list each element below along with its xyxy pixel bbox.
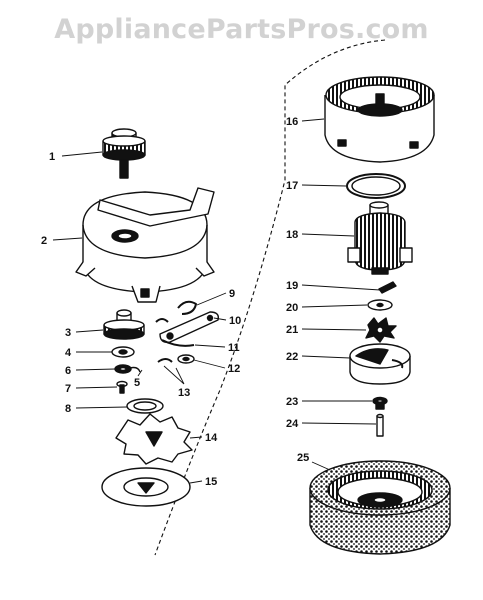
part-label-25: 25	[297, 452, 309, 464]
part-1-pinion-gear	[102, 128, 146, 179]
part-17-o-ring	[346, 173, 406, 199]
part-label-21: 21	[286, 324, 298, 336]
part-10-lever-arm	[159, 311, 220, 344]
part-label-23: 23	[286, 396, 298, 408]
part-8-ring-washer	[126, 398, 164, 414]
part-19-pin	[378, 281, 397, 294]
part-12-small-washer	[177, 354, 195, 364]
part-label-12: 12	[228, 363, 240, 375]
part-label-10: 10	[229, 315, 241, 327]
part-22-clutch-hub	[349, 343, 411, 385]
part-label-3: 3	[65, 327, 71, 339]
part-label-5: 5	[134, 377, 140, 389]
part-number-labels: 1 2 3 4 5 6 7 8 9 10 11 12 13 14 15 16 1…	[41, 116, 309, 488]
part-3-drive-gear	[103, 309, 145, 340]
part-label-6: 6	[65, 365, 71, 377]
part-18-motor	[347, 201, 413, 275]
part-25-knurled-drum	[309, 460, 451, 555]
part-label-9: 9	[229, 288, 235, 300]
part-label-18: 18	[286, 229, 298, 241]
part-label-15: 15	[205, 476, 217, 488]
part-16-ring-gear-housing	[324, 76, 435, 163]
part-label-22: 22	[286, 351, 298, 363]
leader-lines	[52, 118, 381, 484]
group-boundary-dashed	[154, 39, 386, 556]
part-label-14: 14	[205, 432, 218, 444]
part-6-nut	[114, 364, 132, 374]
part-label-7: 7	[65, 383, 71, 395]
part-label-1: 1	[49, 151, 55, 163]
part-label-13: 13	[178, 387, 190, 399]
part-15-base-disc	[101, 467, 191, 507]
part-label-2: 2	[41, 235, 47, 247]
part-label-17: 17	[286, 180, 298, 192]
part-label-16: 16	[286, 116, 298, 128]
part-label-11: 11	[228, 342, 240, 354]
part-13-retaining-clips	[155, 318, 173, 363]
part-21-star-spring	[365, 317, 397, 343]
part-label-24: 24	[286, 418, 299, 430]
part-11-link	[161, 339, 195, 347]
part-24-shaft-pin	[376, 413, 384, 437]
watermark-text: AppliancePartsPros.com	[54, 14, 429, 45]
part-23-bolt	[372, 396, 388, 410]
part-20-washer	[367, 299, 393, 311]
part-4-washer	[111, 346, 135, 358]
part-label-8: 8	[65, 403, 71, 415]
part-2-motor-housing	[75, 187, 215, 303]
part-label-19: 19	[286, 280, 298, 292]
part-7-screw	[116, 380, 128, 394]
part-9-spring-ring	[177, 300, 197, 315]
part-14-star-plate	[115, 413, 193, 465]
part-label-20: 20	[286, 302, 298, 314]
part-label-4: 4	[65, 347, 72, 359]
